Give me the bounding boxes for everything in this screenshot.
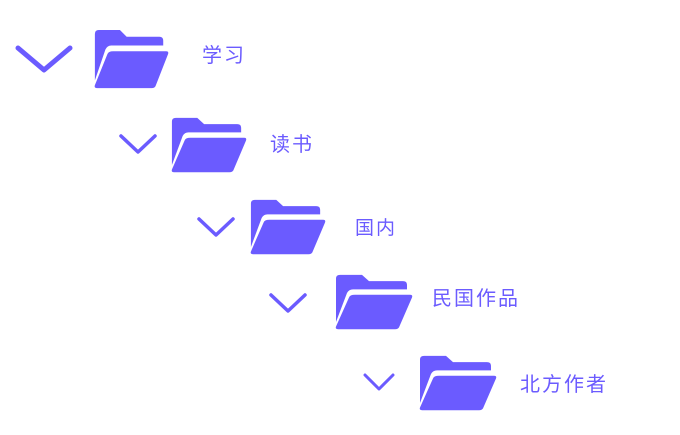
folder-open-icon [335, 274, 413, 330]
tree-item-label: 民国作品 [432, 286, 520, 310]
tree-item-label: 读书 [270, 132, 314, 156]
folder-open-icon [419, 355, 497, 411]
chevron-down-icon[interactable] [362, 372, 396, 392]
tree-item-label: 北方作者 [520, 372, 608, 396]
folder-open-icon [94, 29, 169, 89]
chevron-down-icon[interactable] [14, 44, 74, 74]
chevron-down-icon[interactable] [268, 292, 308, 314]
tree-item-label: 国内 [355, 217, 398, 239]
chevron-down-icon[interactable] [196, 216, 236, 238]
chevron-down-icon[interactable] [118, 133, 158, 155]
tree-item-label: 学习 [202, 43, 246, 67]
folder-open-icon [171, 117, 247, 173]
folder-open-icon [250, 199, 326, 255]
